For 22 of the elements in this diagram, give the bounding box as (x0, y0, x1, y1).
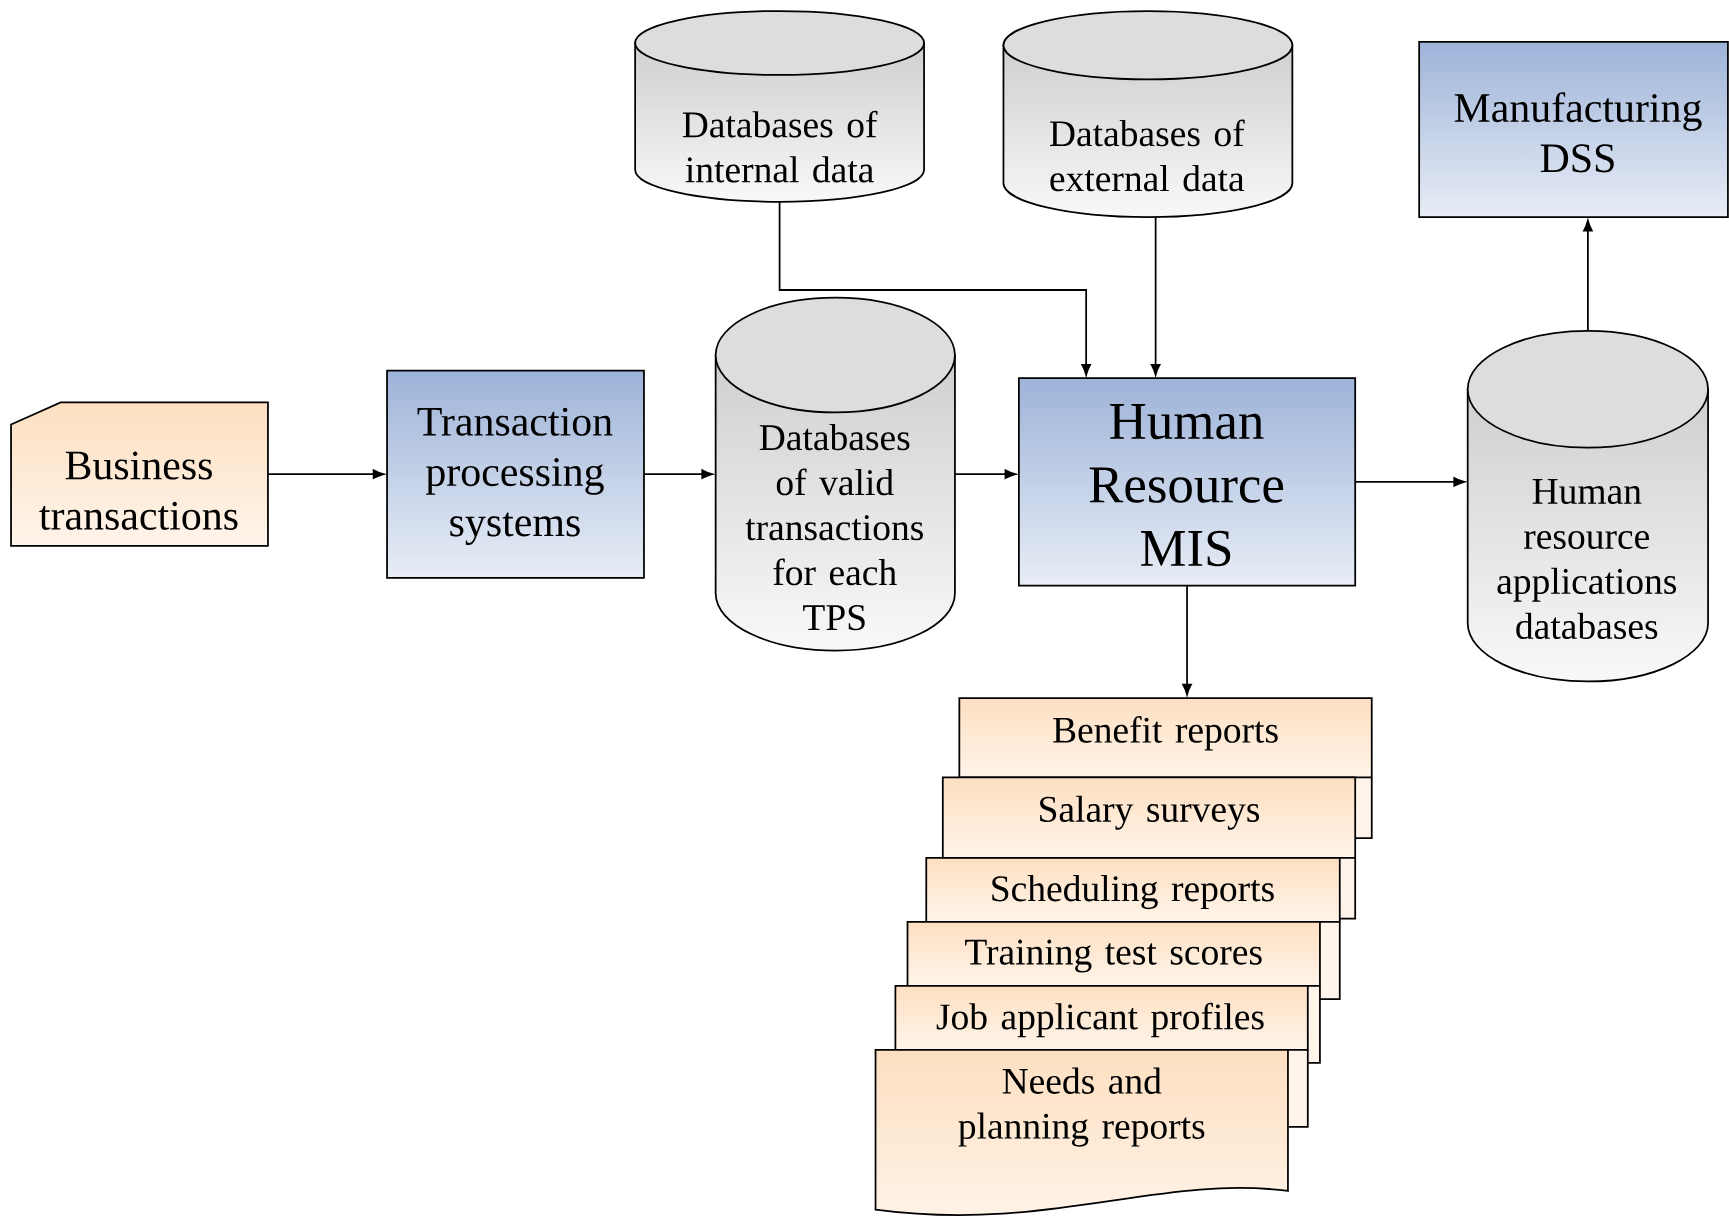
arrow (778, 200, 1091, 376)
database-cylinder: Human resource applications databases (1466, 329, 1709, 683)
arrow (1150, 216, 1161, 376)
database-cylinder: Databases of external data (1002, 10, 1294, 219)
process-box: Human Resource MIS (1018, 377, 1357, 587)
process-box: Manufacturing DSS (1418, 41, 1729, 219)
database-cylinder: Databases of internal data (634, 10, 925, 203)
arrow (1583, 219, 1593, 332)
arrow (1354, 477, 1466, 487)
document-card: Business transactions (10, 401, 269, 547)
report-document: Scheduling reports (925, 857, 1341, 923)
arrow (267, 469, 385, 479)
report-document: Training test scores (906, 920, 1321, 987)
report-document: Benefit reports (958, 697, 1373, 779)
arrow (1182, 584, 1192, 696)
arrow (954, 469, 1017, 479)
database-cylinder: Databases of valid transactions for each TPS (714, 296, 956, 652)
process-box: Transaction processing systems (386, 369, 645, 579)
report-document: Job applicant profiles (894, 984, 1309, 1051)
report-document: Salary surveys (941, 776, 1357, 859)
report-document: Needs and planning reports (874, 1048, 1289, 1217)
arrow (643, 469, 713, 479)
